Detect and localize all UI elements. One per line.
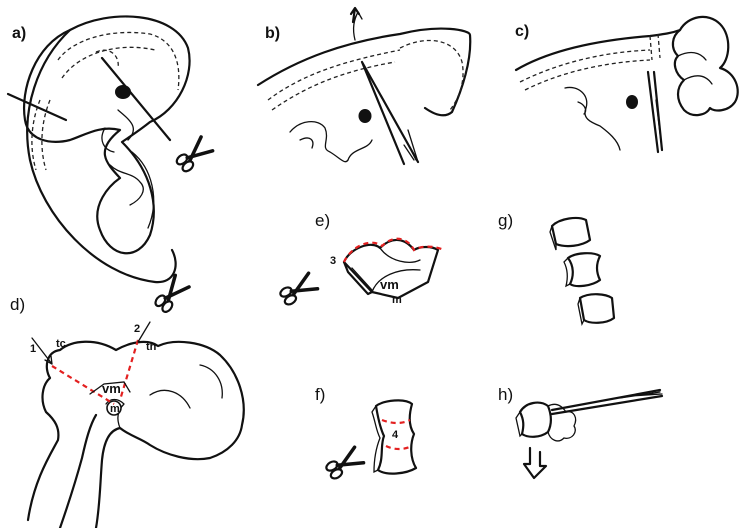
cut-number-3: 3 bbox=[330, 255, 336, 267]
panel-f-tissue-block: f) 4 bbox=[315, 385, 416, 480]
scissors-icon bbox=[278, 273, 317, 306]
scissors-icon bbox=[324, 447, 363, 480]
panel-label-b: b) bbox=[265, 25, 280, 42]
region-label-th: th bbox=[146, 341, 157, 353]
panel-label-a: a) bbox=[12, 25, 26, 42]
region-label-tc: tc bbox=[56, 338, 66, 350]
panel-g-separated-pieces: g) bbox=[498, 211, 614, 324]
panel-label-d: d) bbox=[10, 295, 25, 314]
panel-c-brain-removal: c) bbox=[515, 17, 738, 152]
panel-d-brain-sections: d) 1 tc 2 th vm m bbox=[10, 275, 244, 528]
region-label-m-e: m bbox=[392, 294, 402, 306]
panel-b-head-cut: b) bbox=[258, 8, 470, 164]
panel-label-h: h) bbox=[498, 385, 513, 404]
panel-a-embryo: a) bbox=[8, 16, 213, 282]
cut-number-2: 2 bbox=[134, 323, 140, 335]
region-label-vm-e: vm bbox=[380, 277, 399, 292]
region-label-m: m bbox=[110, 403, 120, 415]
region-label-vm: vm bbox=[102, 381, 121, 396]
panel-label-f: f) bbox=[315, 385, 325, 404]
arrow-icon bbox=[524, 448, 546, 478]
panel-h-mounting: h) bbox=[498, 385, 662, 478]
scissors-icon bbox=[174, 137, 212, 173]
panel-label-e: e) bbox=[315, 211, 330, 230]
panel-label-g: g) bbox=[498, 211, 513, 230]
panel-label-c: c) bbox=[515, 23, 529, 40]
panel-e-tissue-slice: e) 3 vm m bbox=[278, 211, 444, 306]
cut-number-4: 4 bbox=[392, 429, 399, 441]
cut-number-1: 1 bbox=[30, 343, 36, 355]
